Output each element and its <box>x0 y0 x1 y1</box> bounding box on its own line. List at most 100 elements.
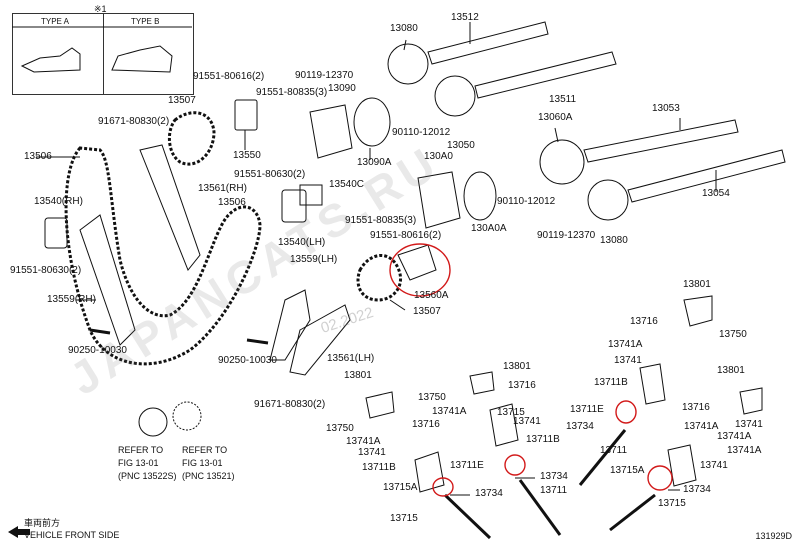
part-label[interactable]: 91551-80835(3) <box>345 215 417 226</box>
refer-line: REFER TO <box>118 445 164 455</box>
camshaft-13511 <box>474 51 617 99</box>
part-label[interactable]: 13741 <box>735 419 763 430</box>
part-label[interactable]: 13080 <box>390 23 418 34</box>
pin-right <box>246 338 269 345</box>
part-label[interactable]: 13711E <box>450 460 484 471</box>
part-label[interactable]: 13711B <box>362 462 396 473</box>
cam-gear-13080-lower <box>587 179 629 221</box>
part-label[interactable]: 13716 <box>630 316 658 327</box>
part-label[interactable]: 13715 <box>497 407 525 418</box>
part-label[interactable]: 13741A <box>684 421 719 432</box>
chain-slipper-13559rh <box>79 214 136 346</box>
cam-gear-13050 <box>434 75 476 117</box>
part-label[interactable]: 13715 <box>390 513 418 524</box>
type-b-label: TYPE B <box>131 17 160 26</box>
part-label[interactable]: 13540C <box>329 179 365 190</box>
part-label[interactable]: 91671-80830(2) <box>254 399 326 410</box>
part-label[interactable]: 13741A <box>346 436 381 447</box>
part-label[interactable]: 13506 <box>24 151 52 162</box>
part-label[interactable]: 90119-12370 <box>295 70 354 81</box>
part-label[interactable]: 90250-10030 <box>218 355 277 366</box>
part-label[interactable]: 13741 <box>614 355 642 366</box>
part-label[interactable]: 13750 <box>418 392 446 403</box>
part-label[interactable]: 91551-80630(2) <box>10 265 82 276</box>
part-label[interactable]: 13540(LH) <box>278 237 326 248</box>
part-label[interactable]: 91551-80630(2) <box>234 169 306 180</box>
refer-block-13521[interactable]: REFER TO FIG 13-01 (PNC 13521) <box>182 444 235 483</box>
part-label[interactable]: 13559(RH) <box>47 294 96 305</box>
part-label[interactable]: 13561(LH) <box>327 353 375 364</box>
part-label[interactable]: 90119-12370 <box>537 230 596 241</box>
part-label[interactable]: 13540(RH) <box>34 196 83 207</box>
chain-slipper-13559lh <box>269 289 311 361</box>
part-label[interactable]: 90110-12012 <box>392 127 451 138</box>
part-label[interactable]: 13060A <box>538 112 573 123</box>
part-label[interactable]: 13734 <box>566 421 594 432</box>
part-label[interactable]: 13053 <box>652 103 680 114</box>
part-label[interactable]: 13741 <box>700 460 728 471</box>
part-label[interactable]: 13716 <box>508 380 536 391</box>
part-label[interactable]: 13507 <box>168 95 196 106</box>
part-label[interactable]: 13711E <box>570 404 604 415</box>
part-label[interactable]: 13561(RH) <box>198 183 247 194</box>
part-label[interactable]: 90250-10030 <box>68 345 127 356</box>
part-label[interactable]: 13054 <box>702 188 730 199</box>
part-label[interactable]: 13715A <box>383 482 418 493</box>
part-label[interactable]: 13050 <box>447 140 475 151</box>
part-label[interactable]: 13741A <box>717 431 752 442</box>
part-label[interactable]: 130A0 <box>424 151 453 162</box>
part-label[interactable]: 13090 <box>328 83 356 94</box>
part-label[interactable]: 91551-80616(2) <box>193 71 265 82</box>
part-label[interactable]: 13716 <box>412 419 440 430</box>
part-label[interactable]: 90110-12012 <box>497 196 556 207</box>
part-label[interactable]: 91551-80616(2) <box>370 230 442 241</box>
tensioner-13540lh <box>281 189 307 223</box>
part-label[interactable]: 13801 <box>344 370 372 381</box>
part-label[interactable]: 13741 <box>358 447 386 458</box>
gasket-130a0a <box>463 171 497 221</box>
highlight-13560a <box>389 243 451 297</box>
part-label[interactable]: 13741 <box>513 416 541 427</box>
part-label[interactable]: 91551-80835(3) <box>256 87 328 98</box>
part-label[interactable]: 13711 <box>600 445 628 456</box>
part-label[interactable]: 13511 <box>549 94 577 105</box>
rocker-13801-left <box>365 391 395 419</box>
chain-13507-upper <box>167 111 216 166</box>
part-label[interactable]: 13560A <box>414 290 449 301</box>
part-label[interactable]: 13507 <box>413 306 441 317</box>
cam-gear-13060a <box>539 139 585 185</box>
vehicle-front-note: 車両前方 VEHICLE FRONT SIDE <box>24 517 119 541</box>
part-label[interactable]: 13801 <box>503 361 531 372</box>
part-label[interactable]: 13711 <box>540 485 568 496</box>
part-label[interactable]: 13715A <box>610 465 645 476</box>
part-label[interactable]: 13512 <box>451 12 479 23</box>
part-label[interactable]: 13090A <box>357 157 392 168</box>
highlight-13715a-right <box>647 465 673 491</box>
camshaft-13054 <box>627 149 786 203</box>
part-label[interactable]: 13559(LH) <box>290 254 338 265</box>
part-label[interactable]: 13750 <box>326 423 354 434</box>
part-label[interactable]: 13734 <box>475 488 503 499</box>
part-label[interactable]: 13734 <box>540 471 568 482</box>
part-label[interactable]: 13715 <box>658 498 686 509</box>
part-label[interactable]: 13801 <box>717 365 745 376</box>
crank-gear-13521 <box>172 401 202 431</box>
part-label[interactable]: 13550 <box>233 150 261 161</box>
refer-block-13522s[interactable]: REFER TO FIG 13-01 (PNC 13522S) <box>118 444 177 483</box>
part-label[interactable]: 13741A <box>727 445 762 456</box>
part-label[interactable]: 13741A <box>608 339 643 350</box>
part-label[interactable]: 13711B <box>526 434 560 445</box>
part-label[interactable]: 13750 <box>719 329 747 340</box>
part-label[interactable]: 13801 <box>683 279 711 290</box>
vehicle-front-label: VEHICLE FRONT SIDE <box>24 530 120 540</box>
part-label[interactable]: 130A0A <box>471 223 507 234</box>
camshaft-13053 <box>583 119 739 163</box>
part-label[interactable]: 91671-80830(2) <box>98 116 170 127</box>
part-label[interactable]: 13711B <box>594 377 628 388</box>
part-label[interactable]: 13716 <box>682 402 710 413</box>
part-label[interactable]: 13741A <box>432 406 467 417</box>
vehicle-front-jp: 車両前方 <box>24 518 61 528</box>
part-label[interactable]: 13734 <box>683 484 711 495</box>
part-label[interactable]: 13506 <box>218 197 246 208</box>
part-label[interactable]: 13080 <box>600 235 628 246</box>
